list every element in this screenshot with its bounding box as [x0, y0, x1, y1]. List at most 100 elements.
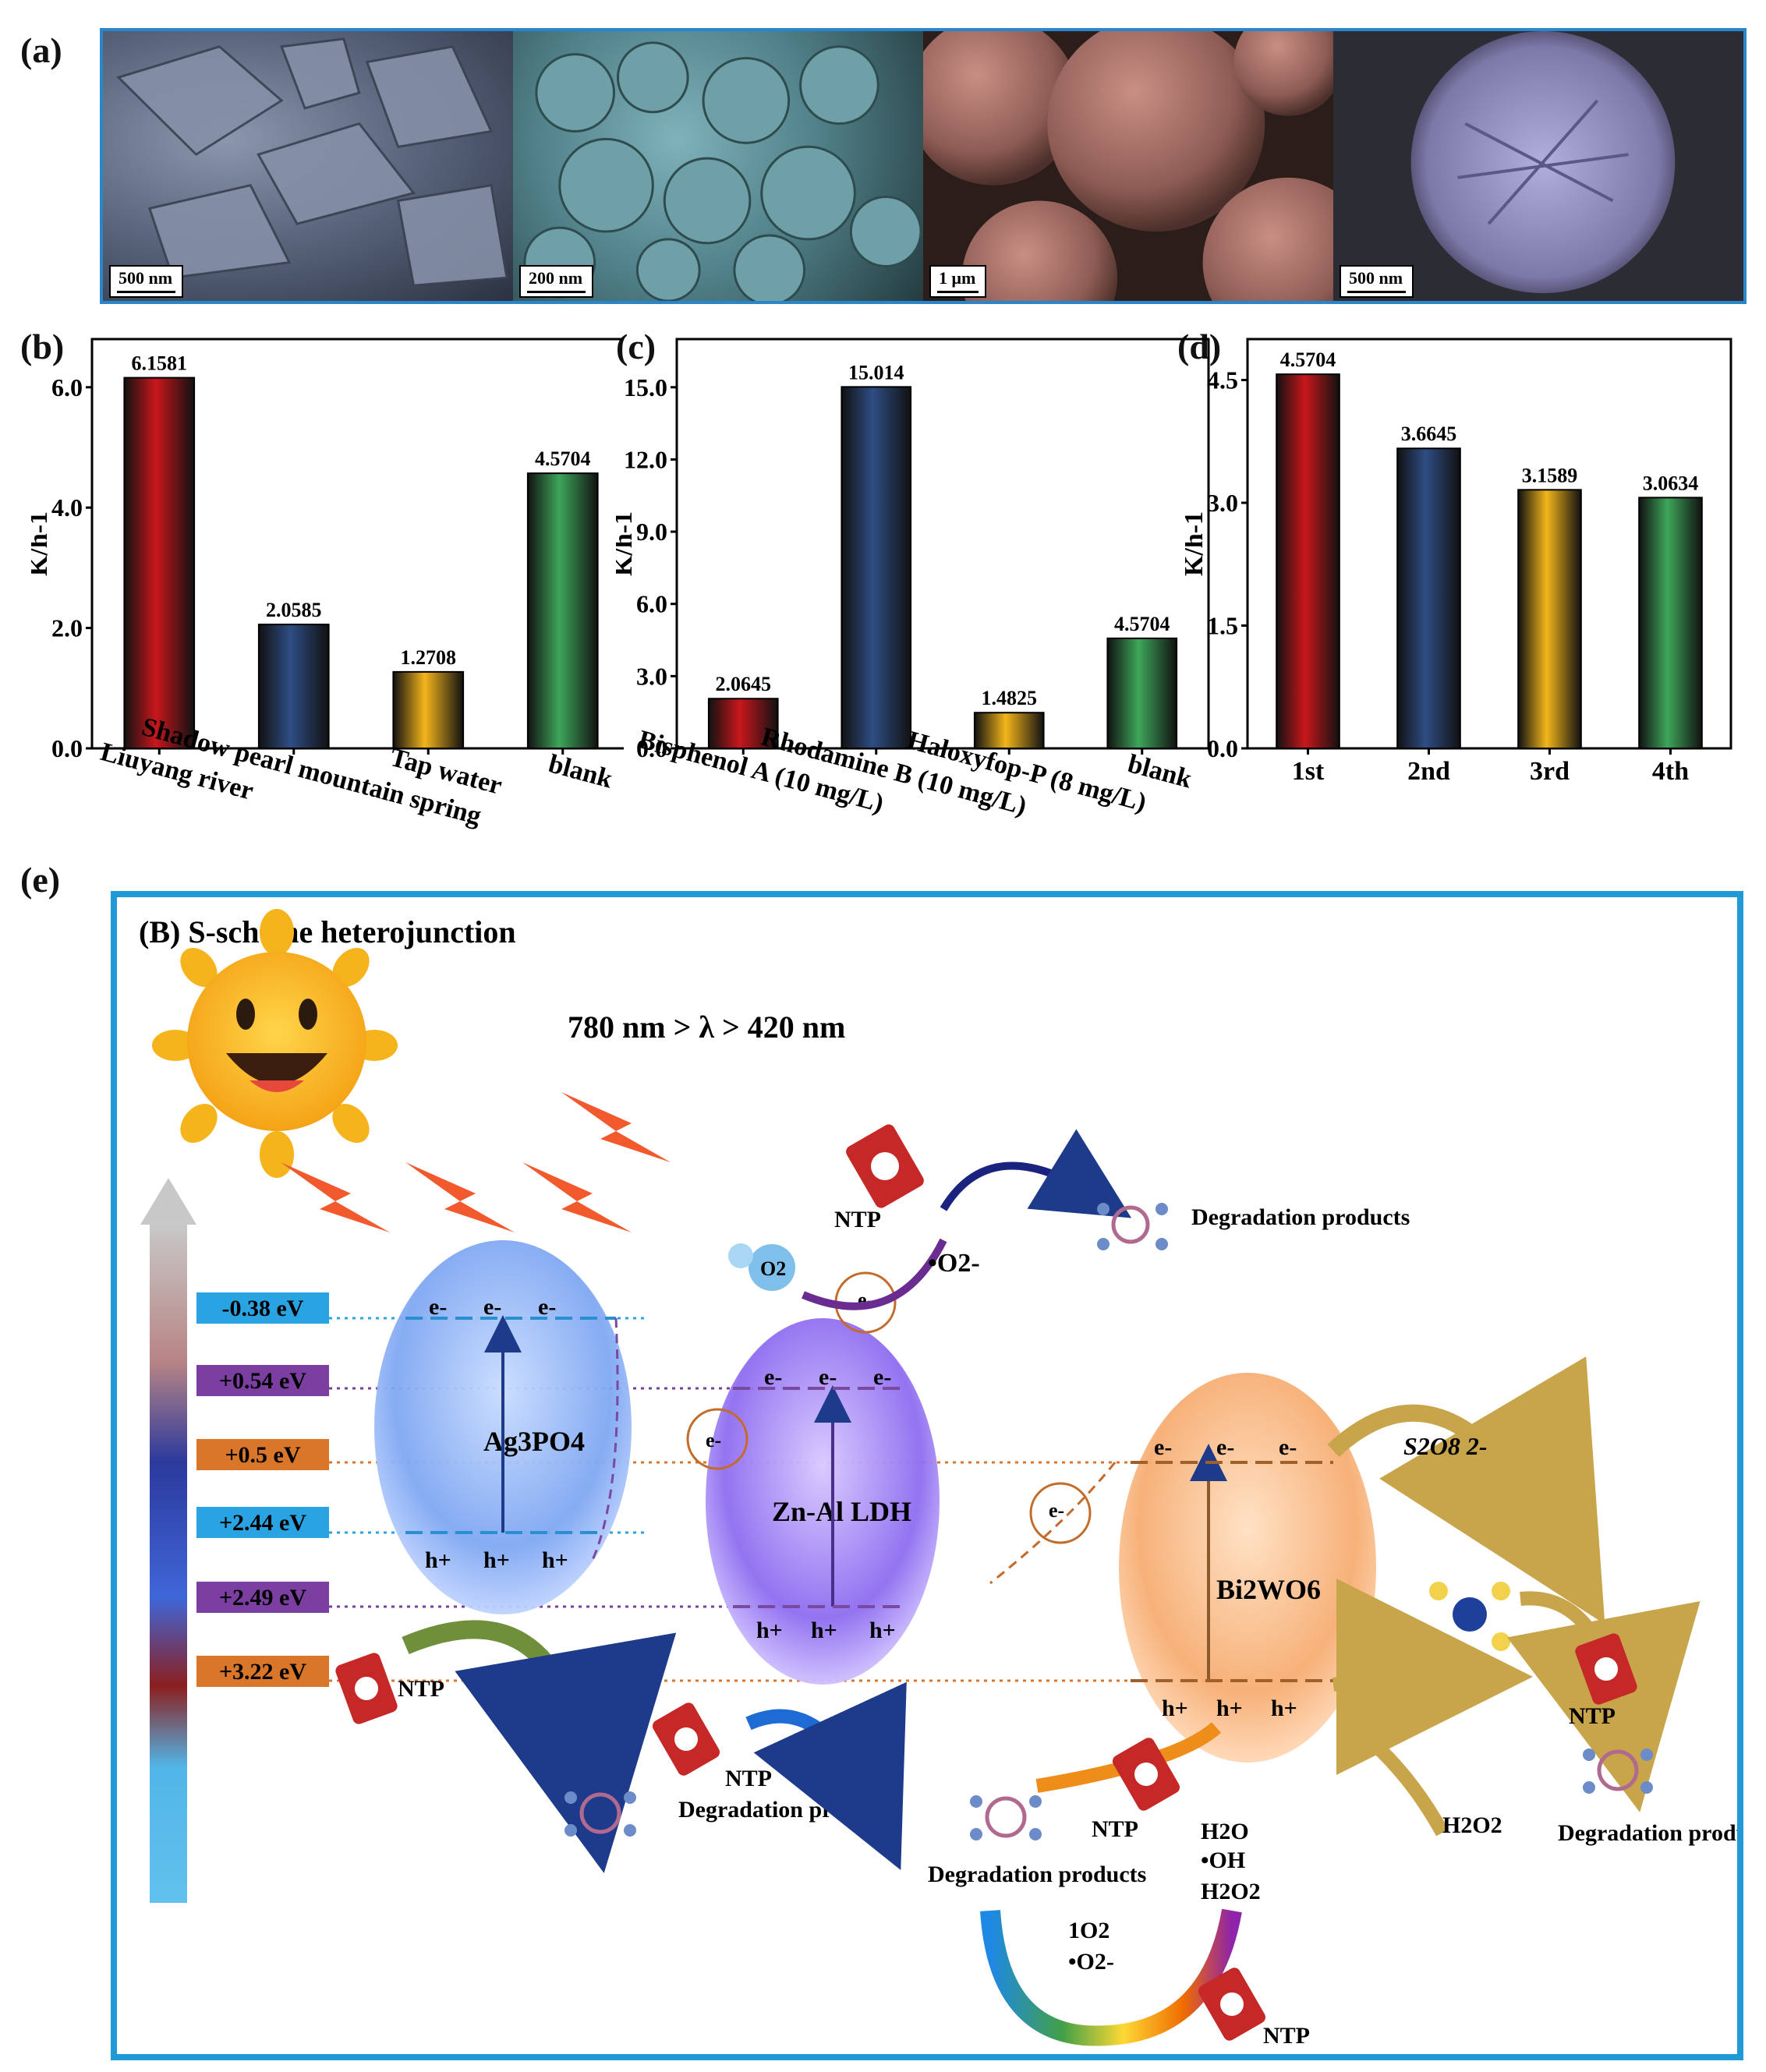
transfer-electron-label: e- [1049, 1499, 1064, 1522]
bar [123, 377, 196, 750]
bar [1396, 447, 1461, 749]
ntp-icon-left [335, 1653, 398, 1724]
electron-label: e- [1279, 1434, 1297, 1460]
hole-label: h+ [483, 1547, 510, 1573]
y-axis-label: K/h-1 [616, 511, 638, 576]
y-axis-label: K/h-1 [1185, 511, 1209, 576]
level-label-1: -0.38 eV [222, 1296, 304, 1321]
h2o2-label: H2O2 [1442, 1812, 1502, 1838]
y-tick-label: 15.0 [624, 373, 667, 401]
x-tick-label: blank [546, 749, 616, 794]
sem-image-4: 500 nm [1333, 31, 1743, 301]
scale-bar-1: 500 nm [109, 265, 184, 298]
band-edges [405, 1317, 1333, 1682]
ntp-label: NTP [1092, 1816, 1138, 1842]
bar [973, 712, 1045, 750]
y-tick-label: 6.0 [636, 590, 667, 618]
degradation-molecule-icon [564, 1791, 636, 1837]
level-label-3: +0.5 eV [225, 1442, 300, 1468]
electron-label: e- [1154, 1434, 1172, 1460]
ntp-center-arrow [745, 1681, 907, 1871]
znal-label: Zn-Al LDH [772, 1496, 911, 1527]
h2o2-activation-arrow [1332, 1579, 1533, 1776]
ntp-label: NTP [1263, 2023, 1310, 2049]
hole-label: h+ [869, 1618, 896, 1643]
panel-label-c: (c) [616, 327, 656, 366]
ntp-degradation-arrow [940, 1129, 1132, 1218]
ag3po4-particle: Ag3PO4 [374, 1240, 632, 1614]
value-label: 1.4825 [982, 687, 1038, 709]
hydroxyl-radical-label: •OH [1201, 1847, 1245, 1873]
h2o2-arrow [1344, 1717, 1449, 1837]
panel-label-d: (d) [1177, 327, 1222, 366]
chart-c-svg: K/h-10.03.06.09.012.015.02.0645Bisphenol… [609, 338, 1210, 821]
value-label: 4.5704 [1280, 348, 1336, 371]
o2-label: O2 [760, 1257, 786, 1280]
scale-bar-4: 500 nm [1340, 265, 1414, 298]
scale-bar-label: 200 nm [529, 268, 583, 288]
y-tick-label: 1.5 [1207, 612, 1238, 640]
ntp-label: NTP [1569, 1703, 1616, 1729]
hole-label: h+ [1216, 1695, 1243, 1721]
level-label-6: +3.22 eV [219, 1659, 306, 1685]
level-label-5: +2.49 eV [219, 1585, 306, 1611]
persulfate-arrow [1327, 1356, 1605, 1625]
value-label: 6.1581 [132, 352, 188, 375]
electron-label: e- [538, 1294, 556, 1320]
y-tick-label: 4.5 [1207, 366, 1238, 394]
level-label-4: +2.44 eV [219, 1510, 306, 1536]
sphere-texture [923, 31, 1333, 301]
value-label: 3.1589 [1522, 464, 1578, 486]
hole-label: h+ [1162, 1695, 1188, 1721]
value-label: 4.5704 [535, 447, 591, 470]
hole-label: h+ [1271, 1695, 1297, 1721]
electron-label: e- [873, 1364, 891, 1390]
degradation-label: Degradation products [1191, 1204, 1410, 1230]
y-tick-label: 4.0 [51, 493, 83, 522]
o2-reduction-arrow [802, 1238, 947, 1310]
sem-image-strip: 500 nm 200 nm 1 μm [100, 28, 1747, 304]
electron-label: e- [429, 1294, 447, 1320]
bi2wo6-label: Bi2WO6 [1216, 1574, 1321, 1605]
scheme-title: (B) S-scheme heterojunction [139, 914, 516, 949]
sem-image-1: 500 nm [103, 31, 513, 301]
flower-texture [1410, 31, 1676, 294]
ntp-left-arrow [402, 1620, 677, 1873]
ntp-label: NTP [834, 1207, 881, 1232]
bar [392, 670, 465, 750]
bar [1106, 637, 1178, 749]
sulfate-radical-icon [1429, 1582, 1510, 1651]
oxygen-molecule-icon: O2 [728, 1243, 795, 1291]
hole-label: h+ [542, 1547, 568, 1573]
ntp-icon-loop [1198, 1968, 1266, 2041]
plot-frame [675, 338, 1210, 750]
flake-texture [116, 37, 508, 287]
y-tick-label: 6.0 [51, 373, 83, 401]
energy-axis [140, 1178, 196, 1903]
bar [707, 698, 779, 749]
electron-label: e- [819, 1364, 837, 1390]
hole-label: h+ [811, 1618, 837, 1643]
value-label: 15.014 [848, 361, 904, 384]
value-label: 2.0585 [266, 599, 322, 621]
ntp-label: NTP [398, 1676, 444, 1702]
value-label: 3.0634 [1643, 472, 1699, 494]
bar [1517, 489, 1582, 750]
panel-label-e: (e) [20, 860, 61, 900]
level-label-2: +0.54 eV [219, 1368, 306, 1394]
cluster-texture [523, 41, 922, 301]
degradation-label: Degradation products [678, 1797, 897, 1823]
superoxide-label: •O2- [1068, 1949, 1114, 1975]
transfer-electron-label: e- [706, 1429, 721, 1451]
y-tick-label: 0.0 [1207, 734, 1238, 762]
ntp-icon-right [1575, 1633, 1637, 1705]
x-tick-label: 2nd [1407, 757, 1450, 786]
value-label: 2.0645 [716, 673, 772, 695]
electron-label: e- [764, 1364, 782, 1390]
x-tick-label: 1st [1292, 757, 1325, 786]
sun-icon [152, 909, 398, 1178]
scale-bar-label: 500 nm [1349, 268, 1403, 288]
